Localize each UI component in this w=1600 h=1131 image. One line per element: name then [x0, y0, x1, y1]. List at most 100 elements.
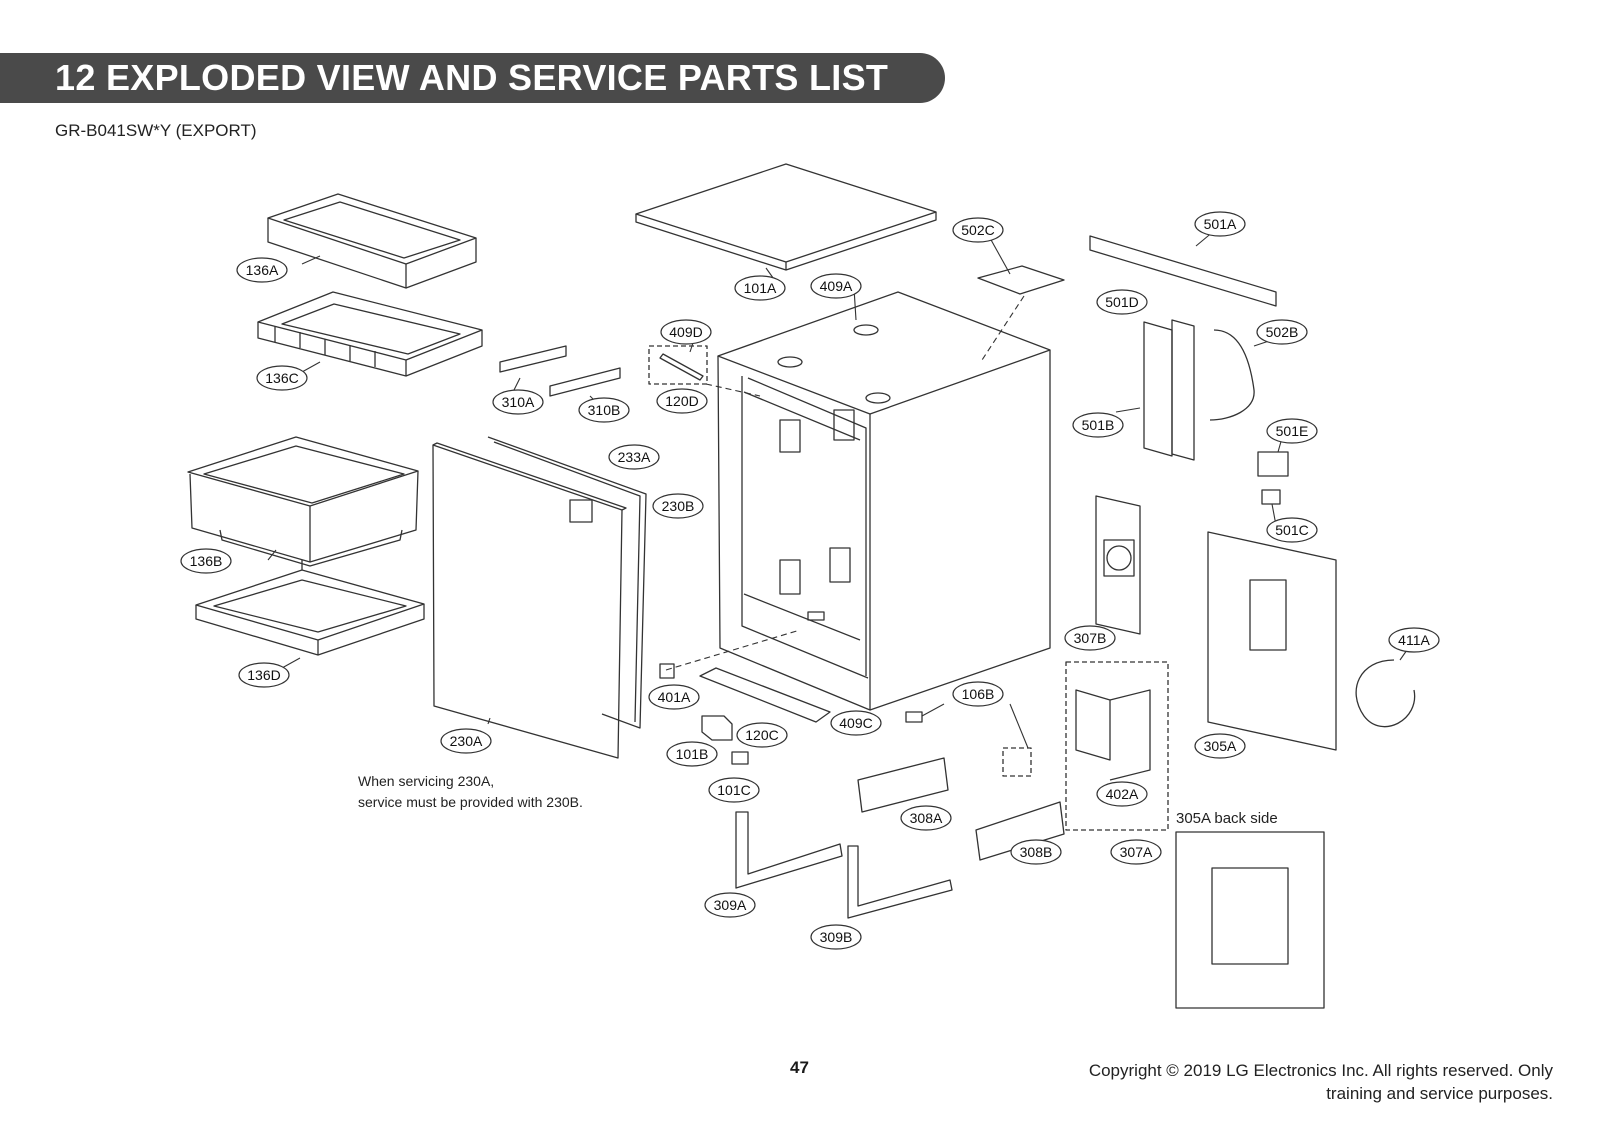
callout-136b: 136B [180, 548, 232, 574]
callout-bubble [830, 710, 882, 736]
callout-label: 307B [1074, 630, 1107, 646]
callout-101c: 101C [708, 777, 760, 803]
part-233a-gasket-drawing [487, 436, 647, 729]
model-number: GR-B041SW*Y (EXPORT) [55, 121, 257, 140]
callout-bubble [1072, 412, 1124, 438]
part-307b-drawing [1095, 495, 1141, 635]
callout-label: 310A [502, 394, 535, 410]
back-side-label: 305A back side [1176, 810, 1278, 827]
part-409c-drawing [699, 667, 831, 723]
callout-bubble [1110, 839, 1162, 865]
part-502c-drawing [977, 265, 1065, 295]
copyright-line1: Copyright © 2019 LG Electronics Inc. All… [1088, 1061, 1553, 1080]
part-501a-drawing [1089, 235, 1277, 307]
callout-bubble [1194, 733, 1246, 759]
callout-bubble [180, 548, 232, 574]
page-title: 12 EXPLODED VIEW AND SERVICE PARTS LIST [55, 57, 889, 98]
callout-409a: 409A [810, 273, 862, 299]
callout-label: 308A [910, 810, 943, 826]
callout-bubble [900, 805, 952, 831]
callout-411a: 411A [1388, 627, 1440, 653]
callout-label: 106B [962, 686, 995, 702]
callout-bubble [1010, 839, 1062, 865]
callout-label: 309B [820, 929, 853, 945]
callout-label: 502C [961, 222, 994, 238]
copyright: Copyright © 2019 LG Electronics Inc. All… [993, 1059, 1553, 1105]
callout-501e: 501E [1266, 418, 1318, 444]
part-501c-drawing [1261, 489, 1281, 505]
part-308a-drawing [857, 757, 949, 813]
callout-bubble [1256, 319, 1308, 345]
callout-501d: 501D [1096, 289, 1148, 315]
callout-bubble [1266, 418, 1318, 444]
callout-label: 136C [265, 370, 298, 386]
part-136a-drawing [267, 193, 477, 289]
part-230a-door-drawing [432, 442, 627, 759]
callout-bubble [660, 319, 712, 345]
callout-label: 233A [618, 449, 651, 465]
callout-309b: 309B [810, 924, 862, 950]
part-309a-drawing [735, 811, 843, 889]
callout-308a: 308A [900, 805, 952, 831]
part-305a-back-side-drawing [1175, 831, 1325, 1009]
callout-bubble [952, 681, 1004, 707]
part-106b-drawing [905, 711, 923, 723]
callout-305a: 305A [1194, 733, 1246, 759]
callout-409c: 409C [830, 710, 882, 736]
callout-bubble [656, 388, 708, 414]
callout-bubble [1096, 781, 1148, 807]
callout-106b: 106B [952, 681, 1004, 707]
callout-233a: 233A [608, 444, 660, 470]
part-501e-drawing [1257, 451, 1289, 477]
callout-bubble [608, 444, 660, 470]
callout-307b: 307B [1064, 625, 1116, 651]
callout-label: 136B [190, 553, 223, 569]
callout-308b: 308B [1010, 839, 1062, 865]
part-101a-drawing [635, 163, 937, 271]
callout-label: 101A [744, 280, 777, 296]
callout-label: 120C [745, 727, 778, 743]
callout-bubble [1266, 517, 1318, 543]
servicing-note-line2: service must be provided with 230B. [358, 794, 583, 810]
callout-label: 120D [665, 393, 698, 409]
callout-bubble [238, 662, 290, 688]
callout-label: 305A [1204, 738, 1237, 754]
callout-label: 230B [662, 498, 695, 514]
callout-401a: 401A [648, 684, 700, 710]
callout-label: 310B [588, 402, 621, 418]
callout-label: 409A [820, 278, 853, 294]
callout-label: 409D [669, 324, 702, 340]
callout-label: 501C [1275, 522, 1308, 538]
callout-bubble [810, 273, 862, 299]
servicing-note-line1: When servicing 230A, [358, 773, 495, 789]
callout-bubble [1064, 625, 1116, 651]
callout-label: 501B [1082, 417, 1115, 433]
part-409d-120d-drawing [648, 345, 708, 385]
callout-bubble [648, 684, 700, 710]
callout-label: 309A [714, 897, 747, 913]
callout-label: 502B [1266, 324, 1299, 340]
callout-bubble [1096, 289, 1148, 315]
callout-bubble [810, 924, 862, 950]
callout-bubble [734, 275, 786, 301]
callout-label: 101C [717, 782, 750, 798]
callout-310a: 310A [492, 389, 544, 415]
callout-bubble [256, 365, 308, 391]
callout-label: 401A [658, 689, 691, 705]
part-136d-drawing [195, 560, 425, 656]
part-308b-drawing [975, 801, 1065, 861]
page-number: 47 [790, 1058, 809, 1077]
callout-bubble [492, 389, 544, 415]
callout-120c: 120C [736, 722, 788, 748]
callout-136d: 136D [238, 662, 290, 688]
callout-label: 230A [450, 733, 483, 749]
part-101b-drawing [701, 715, 733, 741]
part-101c-drawing [731, 751, 749, 765]
callout-307a: 307A [1110, 839, 1162, 865]
callout-101b: 101B [666, 741, 718, 767]
callout-bubble [236, 257, 288, 283]
part-136b-drawing [187, 436, 419, 567]
copyright-line2: training and service purposes. [1326, 1084, 1553, 1103]
callout-label: 402A [1106, 786, 1139, 802]
